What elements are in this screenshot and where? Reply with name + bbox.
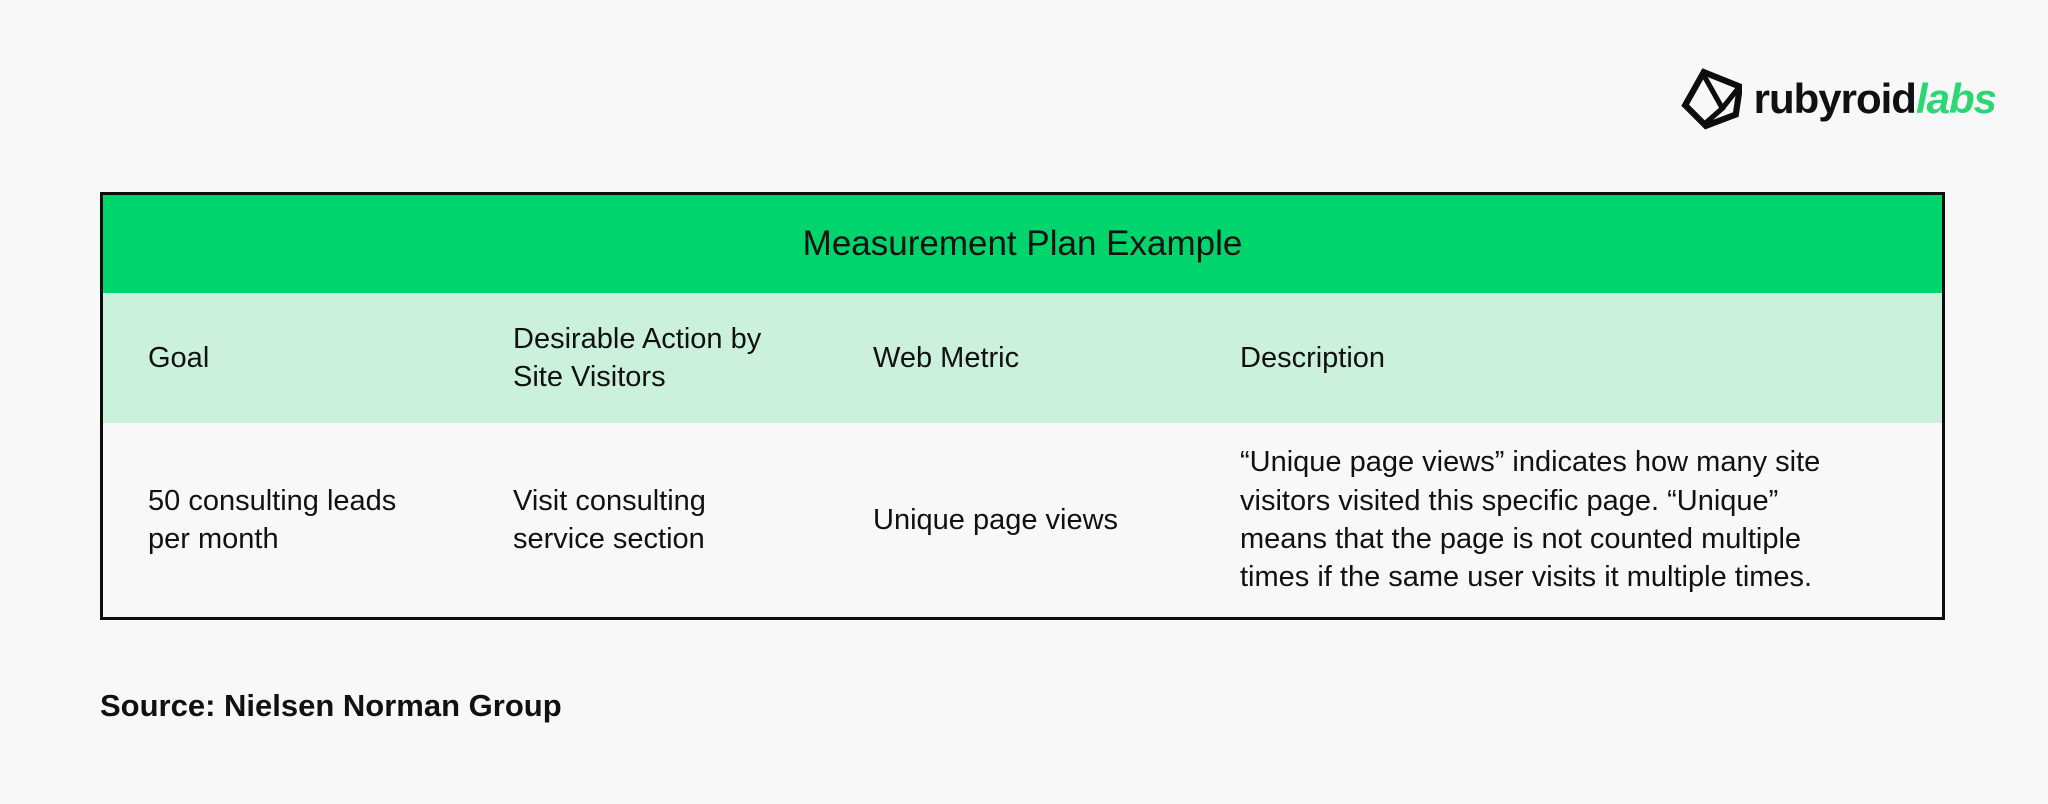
cell-action: Visit consulting service section [513, 484, 706, 555]
logo-wordmark: rubyroidlabs [1753, 75, 1997, 123]
measurement-plan-table: Measurement Plan Example Goal Desirable … [100, 192, 1945, 620]
gem-icon [1680, 68, 1742, 130]
table-title: Measurement Plan Example [103, 195, 1942, 293]
table-row: 50 consulting leads per month Visit cons… [103, 423, 1942, 617]
cell-goal: 50 consulting leads per month [148, 484, 397, 555]
logo-wordmark-green: labs [1915, 75, 1997, 122]
column-header-description: Description [1240, 341, 1386, 374]
cell-description: “Unique page views” indicates how many s… [1240, 446, 1821, 594]
rubyroidlabs-logo: rubyroidlabs [1680, 68, 1997, 130]
column-header-action: Desirable Action by Site Visitors [513, 322, 762, 393]
column-header-goal: Goal [148, 341, 210, 374]
cell-web-metric: Unique page views [873, 503, 1119, 536]
column-header-web-metric: Web Metric [873, 341, 1020, 374]
table-header-row: Goal Desirable Action by Site Visitors W… [103, 293, 1942, 423]
source-attribution: Source: Nielsen Norman Group [100, 688, 562, 723]
logo-wordmark-black: rubyroid [1753, 75, 1917, 122]
